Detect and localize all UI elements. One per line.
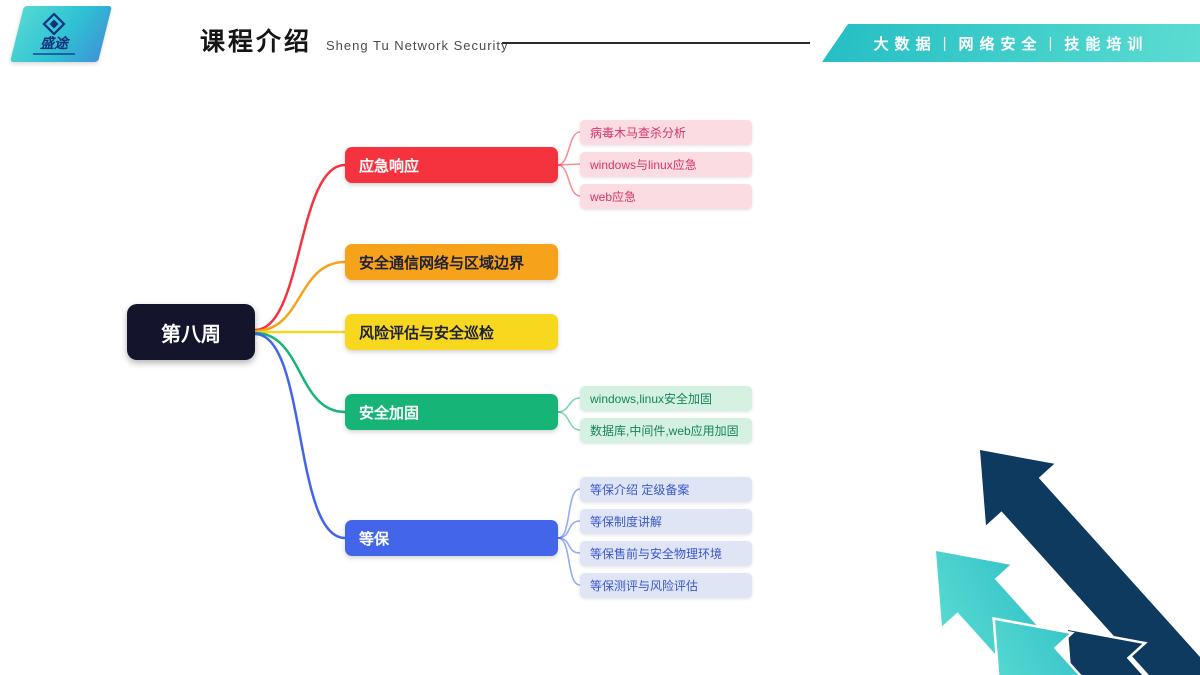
diamond-icon bbox=[42, 13, 66, 35]
topic-banner: 大数据 | 网络安全 | 技能培训 bbox=[822, 24, 1200, 62]
child-node-djbh-intro-filing: 等保介绍 定级备案 bbox=[580, 477, 752, 502]
branch-node-secure-comm-network: 安全通信网络与区域边界 bbox=[345, 244, 558, 280]
up-left-arrow-icon bbox=[961, 589, 1200, 675]
header-divider-line bbox=[502, 42, 810, 44]
banner-item-skill-training: 技能培训 bbox=[1064, 35, 1149, 53]
page-subtitle: Sheng Tu Network Security bbox=[326, 38, 509, 53]
child-node-web-emergency: web应急 bbox=[580, 184, 752, 209]
up-left-arrow-icon bbox=[1034, 599, 1200, 675]
up-left-arrow-icon bbox=[902, 520, 1200, 675]
branch-node-emergency-response: 应急响应 bbox=[345, 147, 558, 183]
banner-item-network-security: 网络安全 bbox=[958, 35, 1043, 53]
banner-separator: | bbox=[942, 34, 947, 52]
branch-node-risk-assessment: 风险评估与安全巡检 bbox=[345, 314, 558, 350]
child-node-virus-trojan-analysis: 病毒木马查杀分析 bbox=[580, 120, 752, 145]
banner-separator: | bbox=[1048, 34, 1053, 52]
child-node-windows-linux-hardening: windows,linux安全加固 bbox=[580, 386, 752, 411]
logo-tagline-line bbox=[33, 53, 75, 55]
logo: 盛途 bbox=[10, 6, 112, 62]
branch-node-classified-protection: 等保 bbox=[345, 520, 558, 556]
child-node-db-middleware-web-hardening: 数据库,中间件,web应用加固 bbox=[580, 418, 752, 443]
root-node-week8: 第八周 bbox=[127, 304, 255, 360]
child-node-djbh-evaluation-risk: 等保测评与风险评估 bbox=[580, 573, 752, 598]
decorative-arrows bbox=[900, 425, 1200, 675]
branch-node-security-hardening: 安全加固 bbox=[345, 394, 558, 430]
up-left-arrow-icon bbox=[946, 425, 1200, 675]
banner-item-big-data: 大数据 bbox=[873, 35, 937, 53]
logo-name: 盛途 bbox=[40, 35, 68, 51]
page-title: 课程介绍 bbox=[200, 28, 313, 56]
child-node-windows-linux-emergency: windows与linux应急 bbox=[580, 152, 752, 177]
child-node-djbh-presales-physical-env: 等保售前与安全物理环境 bbox=[580, 541, 752, 566]
child-node-djbh-system-explain: 等保制度讲解 bbox=[580, 509, 752, 534]
